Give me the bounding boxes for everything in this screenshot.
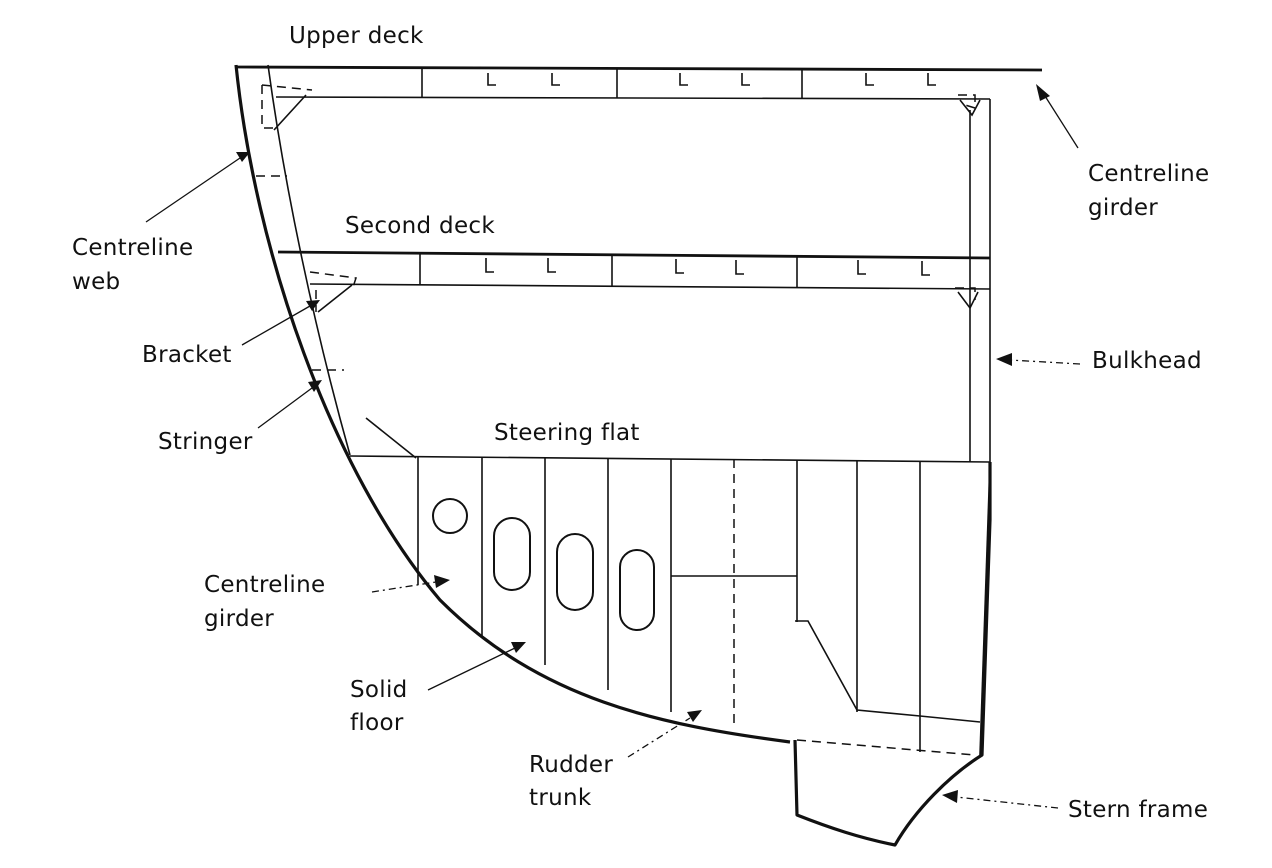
second-deck-bracket-dashed (309, 271, 357, 312)
hull-shell (234, 64, 791, 744)
label-stringer: Stringer (158, 429, 253, 455)
rudder-trunk-incline (795, 620, 981, 723)
upper-bulkhead-bracket (958, 94, 976, 110)
upper-deck-beam-sections (487, 73, 936, 86)
leader-centreline-web (145, 157, 241, 223)
arrow-centreline-girder-top (1036, 84, 1050, 101)
upper-deck-plate (235, 65, 1043, 72)
steering-flat-plate (349, 455, 991, 463)
label-second-deck: Second deck (345, 213, 495, 239)
second-deck-plate (277, 250, 991, 260)
hull-inner-line (267, 64, 351, 456)
lightening-hole-1 (493, 517, 531, 591)
second-bulkhead-bracket (955, 287, 976, 300)
arrow-bracket (306, 300, 320, 311)
leader-solid-floor (427, 647, 516, 691)
second-deck-beam-sections (485, 258, 930, 276)
leader-centreline-girder-top (1044, 95, 1079, 149)
upper-deck-girder-lower (275, 96, 991, 100)
steering-flat-bracket (365, 417, 417, 459)
label-centreline-girder-bottom-line1: Centreline (204, 572, 326, 598)
upper-bulkhead-bracket-solid (959, 99, 981, 117)
arrow-stringer (308, 380, 322, 392)
upper-deck-bracket (273, 94, 307, 131)
label-centreline-girder-bottom-line2: girder (204, 606, 275, 632)
leader-bulkhead (1009, 359, 1081, 365)
label-upper-deck: Upper deck (289, 23, 424, 49)
label-solid-floor-line1: Solid (350, 677, 408, 703)
arrow-bulkhead (996, 353, 1012, 366)
lightening-hole-3 (619, 549, 655, 631)
lightening-hole-round (432, 498, 468, 534)
arrow-stern-frame (942, 790, 958, 803)
leader-rudder-trunk (627, 717, 691, 758)
label-bracket: Bracket (142, 342, 232, 368)
arrow-centreline-web (236, 152, 250, 162)
solid-floors (417, 456, 921, 752)
stern-frame-outline (793, 462, 992, 847)
arrow-centreline-girder-bottom (434, 575, 450, 588)
label-stern-frame: Stern frame (1068, 797, 1209, 823)
label-steering-flat: Steering flat (494, 420, 640, 446)
second-deck-bracket (317, 284, 353, 313)
upper-deck-bracket-dashed (261, 84, 313, 129)
arrow-solid-floor (511, 642, 526, 653)
label-rudder-trunk-line1: Rudder (529, 752, 614, 778)
label-bulkhead: Bulkhead (1092, 348, 1202, 374)
arrow-rudder-trunk (687, 710, 702, 722)
leader-centreline-girder-bottom (371, 581, 437, 593)
rudder-trunk-dashed-bottom (796, 739, 976, 756)
stern-frame-vertical (979, 461, 991, 756)
leader-bracket (241, 305, 311, 346)
second-bulkhead-bracket-solid (957, 291, 979, 310)
second-deck-girder-segments (419, 253, 798, 288)
lightening-hole-2 (556, 533, 594, 611)
second-deck-girder-lower (309, 283, 991, 290)
label-centreline-web-line1: Centreline (72, 235, 194, 261)
label-solid-floor-line2: floor (350, 710, 404, 736)
label-rudder-trunk-line2: trunk (529, 785, 592, 811)
label-centreline-girder-top-line1: Centreline (1088, 161, 1210, 187)
label-centreline-web-line2: web (72, 269, 121, 295)
label-centreline-girder-top-line2: girder (1088, 195, 1159, 221)
upper-deck-girder-segments (421, 68, 803, 98)
leader-stringer (257, 387, 313, 429)
leader-stern-frame (955, 796, 1059, 809)
